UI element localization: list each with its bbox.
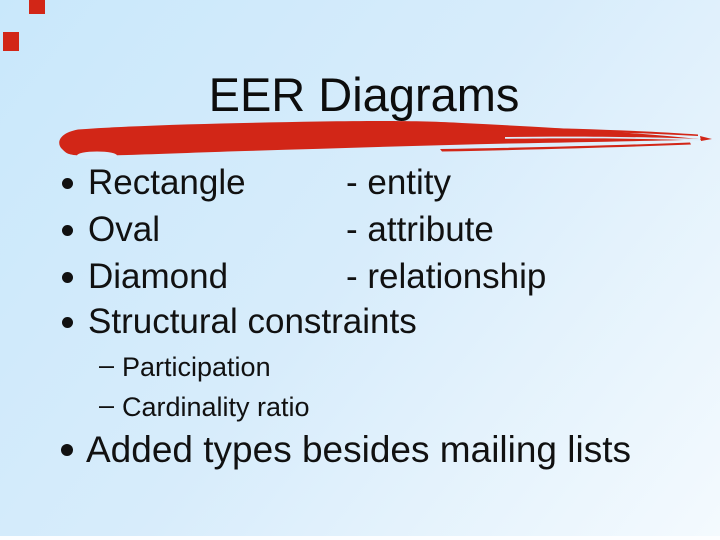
sub-bullet-row: – Participation [0,349,720,385]
bullet-definition: - entity [346,163,452,202]
slide-title: EER Diagrams [208,68,520,121]
bullet-term: Diamond [88,257,229,296]
bullet-definition: - relationship [346,257,547,296]
dash-icon: – [99,390,115,420]
sub-bullet-row: – Cardinality ratio [0,389,720,425]
bullet-row: Structural constraints [0,300,720,344]
bullet-term: Oval [88,210,160,249]
sub-bullet-term: Participation [122,352,271,382]
bullet-term: Structural constraints [88,302,417,341]
bullet-icon [62,177,73,189]
sub-bullet-term: Cardinality ratio [122,392,310,422]
bullet-definition: - attribute [346,210,494,249]
bullet-icon [61,444,73,456]
bullet-icon [62,224,73,236]
bullet-term: Rectangle [88,163,246,202]
bullet-row: Rectangle - entity [0,161,720,205]
bullet-row: Diamond - relationship [0,255,720,299]
bullet-term: Added types besides mailing lists [86,429,632,470]
bullet-icon [62,316,73,328]
decor-red-square-left-icon [3,32,19,51]
slide-bottom-edge [0,536,720,540]
bullet-icon [62,271,73,283]
bullet-row: Oval - attribute [0,208,720,252]
decor-red-square-top-icon [29,0,45,14]
dash-icon: – [99,350,115,380]
bullet-row: Added types besides mailing lists [0,426,720,474]
